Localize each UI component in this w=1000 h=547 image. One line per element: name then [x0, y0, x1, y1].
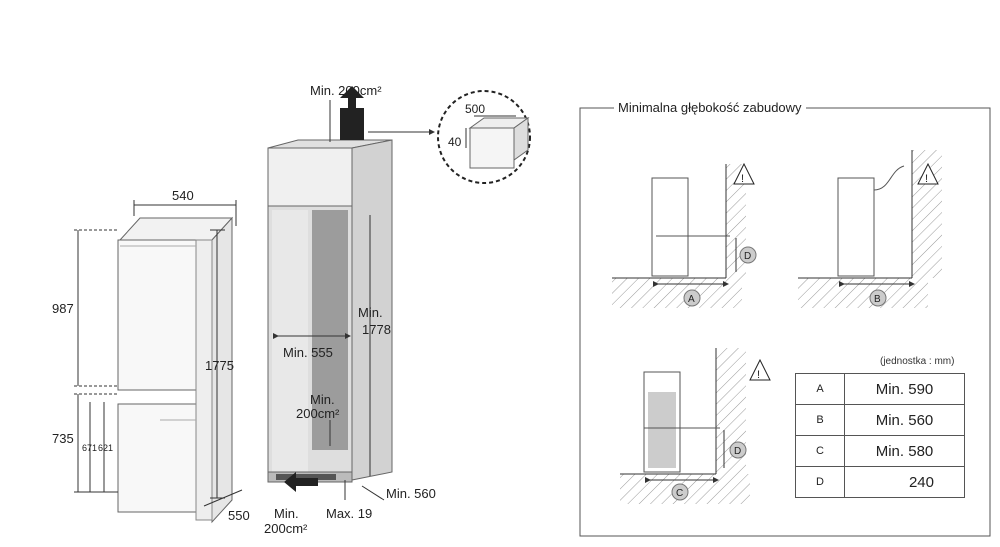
marker-d-c: D	[734, 446, 741, 457]
top-section-label: 987	[52, 301, 74, 316]
marker-a: A	[688, 294, 695, 305]
fridge-width-label: 540	[172, 188, 194, 203]
inner-height-line1: Min.	[358, 305, 383, 320]
row-value: 240	[844, 466, 965, 498]
warning-a: !	[741, 173, 744, 185]
detail-zoom: 500 40	[437, 90, 531, 184]
cabinet-depth-label: Min. 560	[386, 486, 436, 501]
inner-width-label: Min. 555	[283, 345, 333, 360]
diagram-b: ! B	[798, 150, 942, 308]
row-key: A	[795, 373, 845, 405]
max-gap-label: Max. 19	[326, 506, 372, 521]
vent-mid-line2: 200cm²	[296, 406, 340, 421]
cabinet-drawing	[267, 139, 393, 483]
bottom-section-label: 735	[52, 431, 74, 446]
marker-b: B	[874, 294, 881, 305]
detail-height-label: 40	[448, 135, 462, 149]
row-key: B	[795, 404, 845, 436]
table-row: A Min. 590	[795, 373, 965, 405]
row-key: C	[795, 435, 845, 467]
unit-note: (jednostka : mm)	[880, 356, 955, 367]
vent-up-arrow	[340, 86, 364, 110]
vent-top-label: Min. 200cm²	[310, 83, 382, 98]
row-value: Min. 590	[844, 373, 965, 405]
fridge-depth-label: 550	[228, 508, 250, 523]
vent-bottom-line2: 200cm²	[264, 521, 308, 536]
marker-d-a: D	[744, 251, 751, 262]
dim-671-label: 671	[82, 443, 97, 453]
vent-mid-line1: Min.	[310, 392, 335, 407]
depth-table: A Min. 590 B Min. 560 C Min. 580 D 240	[795, 373, 965, 498]
table-row: B Min. 560	[795, 404, 965, 436]
warning-c: !	[757, 369, 760, 381]
cabinet-dimensions: Min. 200cm² Min. 555 Min. 1778 Min. 200c…	[264, 83, 436, 536]
diagram-a: ! A D	[612, 162, 757, 308]
min-depth-panel: ! A D ! B	[579, 107, 991, 537]
fridge-height-label: 1775	[205, 358, 234, 373]
warning-b: !	[925, 173, 928, 185]
dim-621-label: 621	[98, 443, 113, 453]
marker-c: C	[676, 488, 683, 499]
row-key: D	[795, 466, 845, 498]
detail-width-label: 500	[465, 102, 485, 116]
inner-height-line2: 1778	[362, 322, 391, 337]
fridge-dimensions: 540 1775 550 987 735 671 621	[52, 188, 250, 523]
row-value: Min. 580	[844, 435, 965, 467]
min-depth-title: Minimalna głębokość zabudowy	[614, 100, 806, 115]
vent-bottom-line1: Min.	[274, 506, 299, 521]
row-value: Min. 560	[844, 404, 965, 436]
table-row: C Min. 580	[795, 435, 965, 467]
table-row: D 240	[795, 466, 965, 498]
vent-bottom-arrow	[284, 472, 318, 492]
diagram-c: ! C D	[620, 348, 771, 504]
